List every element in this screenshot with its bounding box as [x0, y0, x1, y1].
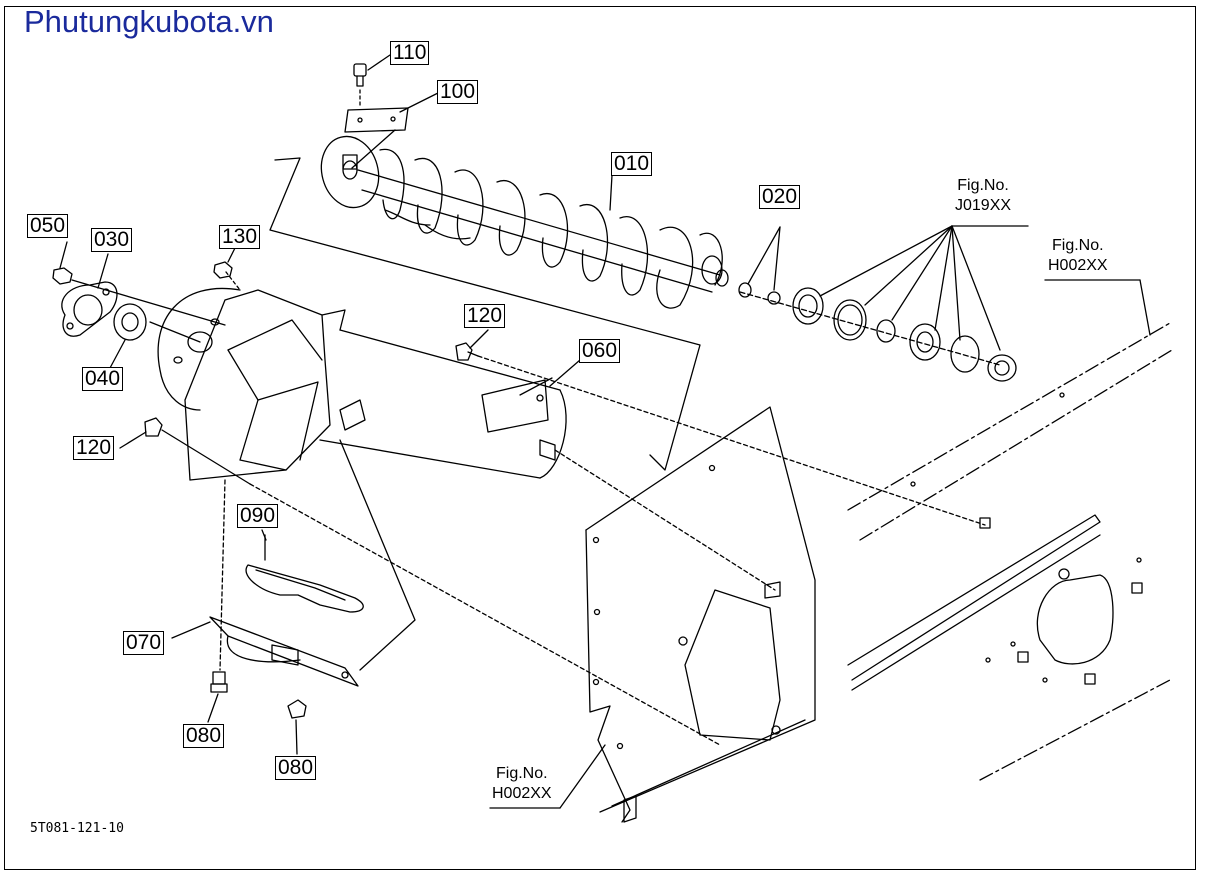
part-label-050[interactable]: 050	[27, 214, 69, 238]
plate-part	[344, 107, 409, 133]
part-label-080[interactable]: 080	[183, 724, 225, 748]
fig-ref-label: Fig.No.	[496, 765, 548, 782]
diagram-code: 5T081-121-10	[30, 821, 124, 836]
part-label-020[interactable]: 020	[759, 185, 801, 209]
part-label-120[interactable]: 120	[73, 436, 115, 460]
fig-ref-j019[interactable]: Fig.No. J019XX	[955, 176, 1011, 216]
bearing-group	[739, 287, 1017, 382]
fig-ref-label: Fig.No.	[957, 177, 1009, 194]
part-label-100[interactable]: 100	[437, 80, 479, 104]
part-label-010[interactable]: 010	[611, 152, 653, 176]
main-frame	[847, 322, 1173, 781]
fig-ref-code: H002XX	[1048, 257, 1108, 274]
fig-ref-code: H002XX	[492, 785, 552, 802]
drawing-frame	[4, 6, 1196, 870]
guard-plate	[209, 616, 359, 687]
bolt-part	[287, 699, 307, 719]
fig-ref-label: Fig.No.	[1052, 237, 1104, 254]
part-label-120[interactable]: 120	[464, 304, 506, 328]
part-label-030[interactable]: 030	[91, 228, 133, 252]
part-label-060[interactable]: 060	[579, 339, 621, 363]
bearing-part	[113, 303, 147, 341]
flange-part	[61, 281, 118, 337]
fig-ref-h002-right[interactable]: Fig.No. H002XX	[1048, 236, 1108, 276]
bolt-part	[144, 417, 163, 437]
bolt-part	[455, 342, 479, 361]
cover-part	[245, 564, 364, 613]
fig-ref-code: J019XX	[955, 197, 1012, 214]
bolt-part	[210, 671, 228, 693]
side-panel	[585, 406, 816, 823]
part-label-070[interactable]: 070	[123, 631, 165, 655]
auger-housing	[157, 287, 366, 481]
part-label-040[interactable]: 040	[82, 367, 124, 391]
watermark: Phutungkubota.vn	[24, 4, 274, 39]
fig-ref-h002-bottom[interactable]: Fig.No. H002XX	[492, 764, 552, 804]
nut-part	[52, 267, 73, 285]
part-label-080[interactable]: 080	[275, 756, 317, 780]
bolt-part	[353, 63, 367, 87]
part-label-130[interactable]: 130	[219, 225, 261, 249]
part-label-090[interactable]: 090	[237, 504, 279, 528]
part-label-110[interactable]: 110	[390, 41, 430, 65]
auger-screw	[320, 135, 729, 309]
